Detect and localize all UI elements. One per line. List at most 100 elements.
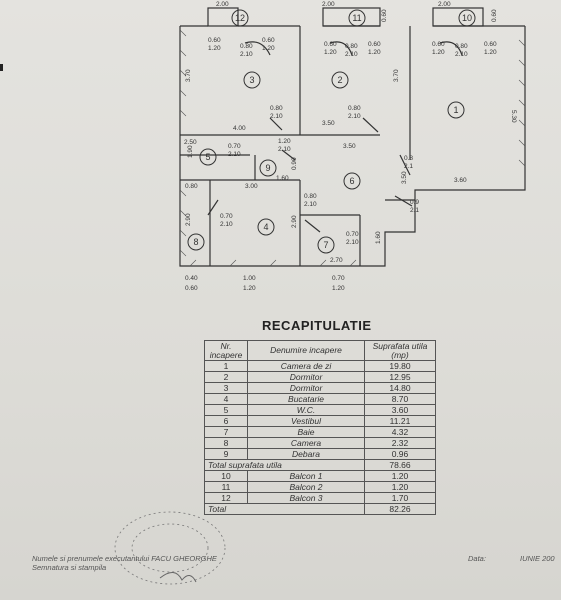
cell-area: 14.80 [364,382,436,394]
cell-nr: 10 [204,470,248,482]
dim-label: 0.60 [185,285,198,292]
cell-nr: 2 [204,371,248,383]
dim-label: 1.20 [324,49,337,56]
dim-label: 0.60 [208,37,221,44]
dim-label: 2.10 [346,239,359,246]
cell-area: 11.21 [364,415,436,427]
dim-label: 0.8 [404,155,413,162]
dim-label: 2.50 [184,139,197,146]
cell-nr: 11 [204,481,248,493]
dim-label: 0.80 [270,105,283,112]
dim-label: 0.80 [348,105,361,112]
cell-area: 1.70 [364,492,436,504]
dim-label: 3.50 [401,171,408,184]
room-3-number: 3 [249,75,254,85]
dim-label: 1.20 [432,49,445,56]
grand-total-value: 82.26 [364,503,436,515]
cell-area: 0.96 [364,448,436,460]
recap-title: RECAPITULATIE [262,318,372,333]
dim-label: 0.70 [228,143,241,150]
cell-name: Camera [247,437,365,449]
cell-area: 4.32 [364,426,436,438]
dim-label: 0.40 [185,275,198,282]
dim-label: 1.20 [278,138,291,145]
grand-total-label: Total [204,503,365,515]
cell-area: 2.32 [364,437,436,449]
dim-label: 0.80 [185,183,198,190]
dim-label: 0.80 [455,43,468,50]
dim-label: 0.60 [432,41,445,48]
cell-nr: 9 [204,448,248,460]
total-value: 78.66 [364,459,436,471]
recap-table: Nr. incapere Denumire incapere Suprafata… [204,340,436,515]
cell-name: Camera de zi [247,360,365,372]
dim-label: 3.70 [393,69,400,82]
executant-name: Numele si prenumele executantului FACU G… [32,554,217,563]
dim-label: 1.20 [262,45,275,52]
dim-label: 1.20 [208,45,221,52]
room-2-number: 2 [337,75,342,85]
balcony-11-outline [322,7,381,27]
cell-nr: 8 [204,437,248,449]
floor-plan: 12 11 10 3 2 1 5 9 6 4 7 8 2.00 2.00 2.0… [179,1,526,292]
cell-name: Bucatarie [247,393,365,405]
cell-nr: 6 [204,415,248,427]
dim-label: 2.10 [240,51,253,58]
dim-label: 3.50 [343,143,356,150]
dim-label: 1.20 [243,285,256,292]
room-1-number: 1 [453,105,458,115]
dim-label: 2.10 [345,51,358,58]
header-nr: Nr. incapere [204,340,248,361]
cell-name: Balcon 1 [247,470,365,482]
dim-label: 0.60 [491,9,498,22]
cell-nr: 4 [204,393,248,405]
dim-label: 2.10 [304,201,317,208]
dim-label: 3.60 [454,177,467,184]
cell-name: Dormitor [247,382,365,394]
dim-label: 2.10 [270,113,283,120]
dim-label: 0.80 [240,43,253,50]
dim-label: 2.10 [220,221,233,228]
total-label: Total suprafata utila [204,459,365,471]
cell-area: 12.95 [364,371,436,383]
dim-label: 1.20 [332,285,345,292]
header-area: Suprafata utila (mp) [364,340,436,361]
room-6-number: 6 [349,176,354,186]
dim-label: 2.00 [216,1,229,8]
dim-label: 2.90 [185,213,192,226]
cell-nr: 3 [204,382,248,394]
cell-area: 1.20 [364,470,436,482]
cell-area: 1.20 [364,481,436,493]
cell-area: 8.70 [364,393,436,405]
dim-label: 0.70 [332,275,345,282]
room-11-number: 11 [352,13,361,23]
dim-label: 1.00 [243,275,256,282]
dim-label: 2.1 [410,207,419,214]
dim-label: 0.70 [346,231,359,238]
dim-label: 0.80 [345,43,358,50]
room-8-number: 8 [193,237,198,247]
dim-label: 2.70 [330,257,343,264]
cell-name: Balcon 2 [247,481,365,493]
room-12-number: 12 [235,13,245,23]
margin-mark [0,64,3,71]
dim-label: 5.30 [510,110,517,123]
dim-label: 4.00 [233,125,246,132]
cell-nr: 1 [204,360,248,372]
dim-label: 2.90 [291,215,298,228]
dim-label: 0.90 [291,157,298,170]
date-value: IUNIE 200 [520,554,555,563]
cell-nr: 7 [204,426,248,438]
balcony-12-outline [207,7,239,27]
